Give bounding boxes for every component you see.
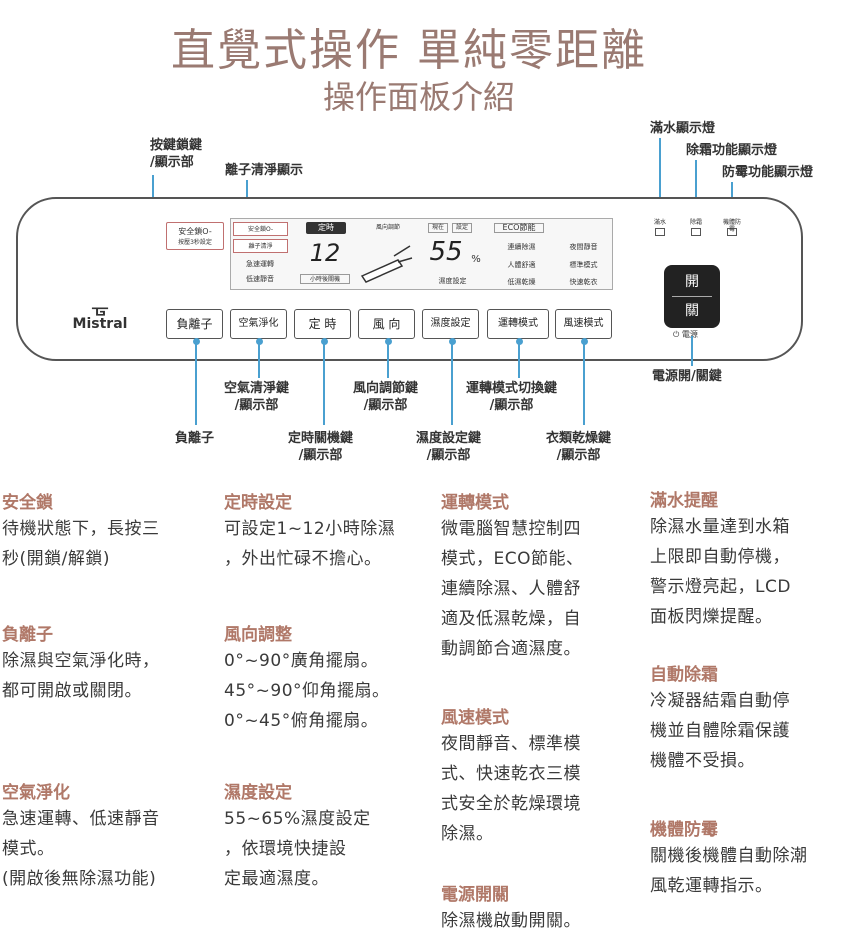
wind-direction-button[interactable]: 風 向 bbox=[358, 309, 415, 339]
section-body-air-clean: 急速運轉、低速靜音 模式。 (開啟後無除濕功能) bbox=[2, 809, 160, 889]
lcd-eco-tag: ECO節能 bbox=[494, 223, 544, 233]
lock-box: 安全鎖O- 按壓3秒設定 bbox=[166, 222, 224, 250]
callout-mold: 防霉功能顯示燈 bbox=[722, 165, 814, 180]
section-body-mode: 微電腦智慧控制四 模式，ECO節能、 連續除濕、人體舒 適及低濕乾燥，自 動調節… bbox=[441, 519, 584, 659]
lcd-speed-item-1: 夜間靜音 bbox=[569, 243, 598, 251]
main-title: 直覺式操作 單純零距離 bbox=[171, 25, 647, 76]
callout-wind-dir: 風向調節鍵 /顯示部 bbox=[353, 381, 419, 413]
section-body-speed: 夜間靜音、標準模 式、快速乾衣三模 式安全於乾燥環境 除濕。 bbox=[441, 734, 581, 844]
section-body-full-water: 除濕水量達到水箱 上限即自動停機， 警示燈亮起，LCD 面板閃爍提醒。 bbox=[650, 517, 791, 627]
section-body-defrost: 冷凝器結霜自動停 機並自體除霜保護 機體不受損。 bbox=[650, 691, 790, 771]
lcd-low-silent: 低速靜音 bbox=[246, 275, 274, 283]
defrost-label: 除霜 bbox=[689, 219, 702, 226]
lcd-hum-now: 現在 bbox=[428, 223, 448, 233]
section-title-mode: 運轉模式 bbox=[441, 493, 509, 513]
lcd-hum-value: 55 bbox=[429, 237, 463, 267]
section-body-mold: 關機後機體自動除潮 風乾運轉指示。 bbox=[650, 846, 808, 896]
callout-defrost: 除霜功能顯示燈 bbox=[686, 143, 778, 158]
humidity-button[interactable]: 濕度設定 bbox=[422, 309, 479, 339]
section-title-speed: 風速模式 bbox=[441, 708, 509, 728]
section-body-power: 除濕機啟動開關。 bbox=[441, 911, 581, 931]
callout-full-water: 滿水顯示燈 bbox=[650, 121, 716, 136]
callout-air-clean: 空氣清淨鍵 /顯示部 bbox=[224, 381, 290, 413]
louver-icon bbox=[360, 245, 413, 283]
lcd-timer-tag: 定時 bbox=[306, 222, 346, 234]
callout-timer: 定時關機鍵 /顯示部 bbox=[288, 431, 354, 463]
section-title-power: 電源開關 bbox=[441, 885, 509, 905]
full-water-label: 滿水 bbox=[653, 219, 666, 226]
section-title-timer: 定時設定 bbox=[224, 493, 292, 513]
lcd-mode-item-1: 連續除濕 bbox=[507, 243, 536, 251]
lcd-speed-item-3: 快速乾衣 bbox=[569, 278, 598, 286]
section-body-timer: 可設定1~12小時除濕 ，外出忙碌不擔心。 bbox=[224, 519, 396, 569]
lcd-timer-unit: 小時後關機 bbox=[300, 274, 350, 284]
lcd-display bbox=[230, 218, 613, 290]
power-caption: ⏻ 電源 bbox=[673, 330, 698, 339]
neg-ion-button[interactable]: 負離子 bbox=[166, 309, 223, 339]
lcd-mode-item-3: 低濕乾燥 bbox=[507, 278, 536, 286]
lock-hint: 按壓3秒設定 bbox=[178, 239, 212, 246]
lcd-fast-run: 急速運轉 bbox=[246, 260, 274, 268]
lcd-speed-item-2: 標準模式 bbox=[569, 261, 598, 269]
section-title-full-water: 滿水提醒 bbox=[650, 491, 718, 511]
section-title-mold: 機體防霉 bbox=[650, 820, 718, 840]
section-title-humidity: 濕度設定 bbox=[224, 783, 292, 803]
section-title-wind: 風向調整 bbox=[224, 625, 292, 645]
fan-speed-button[interactable]: 風速模式 bbox=[555, 309, 612, 339]
callout-humidity: 濕度設定鍵 /顯示部 bbox=[416, 431, 482, 463]
callout-ion-display: 離子清淨顯示 bbox=[225, 163, 304, 178]
callout-key-lock: 按鍵鎖鍵 /顯示部 bbox=[150, 138, 203, 170]
mold-label: 機體防霉 bbox=[722, 219, 741, 233]
power-on-label: 開 bbox=[685, 274, 699, 290]
lcd-timer-value: 12 bbox=[309, 239, 341, 267]
sub-title: 操作面板介紹 bbox=[322, 78, 515, 116]
lcd-hum-sub: 濕度設定 bbox=[438, 277, 467, 285]
lcd-hum-unit: % bbox=[471, 254, 481, 265]
air-purify-button[interactable]: 空氣淨化 bbox=[230, 309, 287, 339]
lcd-mode-item-2: 人體舒適 bbox=[507, 261, 536, 269]
callout-power: 電源開/關鍵 bbox=[652, 369, 722, 384]
section-body-wind: 0°~90°廣角擺扇。 45°~90°仰角擺扇。 0°~45°俯角擺扇。 bbox=[224, 651, 390, 731]
section-body-humidity: 55~65%濕度設定 ，依環境快捷設 定最適濕度。 bbox=[224, 809, 371, 889]
lcd-wind-tag: 風向調節 bbox=[375, 224, 400, 231]
power-off-label: 關 bbox=[685, 303, 699, 319]
section-title-defrost: 自動除霜 bbox=[650, 665, 718, 685]
section-title-air-clean: 空氣淨化 bbox=[2, 783, 70, 803]
defrost-indicator bbox=[691, 228, 701, 236]
power-icon: ⏻ bbox=[673, 330, 680, 339]
lcd-ion-indicator: 離子清淨 bbox=[233, 239, 288, 253]
section-title-lock: 安全鎖 bbox=[2, 493, 53, 513]
section-title-neg-ion: 負離子 bbox=[2, 625, 53, 645]
callout-mode-switch: 運轉模式切換鍵 /顯示部 bbox=[466, 381, 558, 413]
brand-mark-icon: ᚗ bbox=[92, 295, 108, 319]
section-body-lock: 待機狀態下，長按三 秒(開鎖/解鎖) bbox=[2, 519, 160, 569]
callout-clothes-dry: 衣類乾燥鍵 /顯示部 bbox=[546, 431, 612, 463]
brand-logo: ᚗ Mistral bbox=[70, 295, 130, 332]
power-button[interactable]: 開 關 bbox=[664, 265, 720, 328]
lcd-lock-indicator: 安全鎖O- bbox=[233, 222, 288, 236]
lock-label: 安全鎖O- bbox=[178, 227, 212, 236]
timer-button[interactable]: 定 時 bbox=[294, 309, 351, 339]
full-water-indicator bbox=[655, 228, 665, 236]
brand-name: Mistral bbox=[72, 316, 128, 332]
section-body-neg-ion: 除濕與空氣淨化時， 都可開啟或關閉。 bbox=[2, 651, 160, 701]
run-mode-button[interactable]: 運轉模式 bbox=[487, 309, 549, 339]
lcd-hum-set: 設定 bbox=[452, 223, 472, 233]
mold-indicator bbox=[727, 228, 737, 236]
callout-neg-ion: 負離子 bbox=[175, 431, 215, 446]
